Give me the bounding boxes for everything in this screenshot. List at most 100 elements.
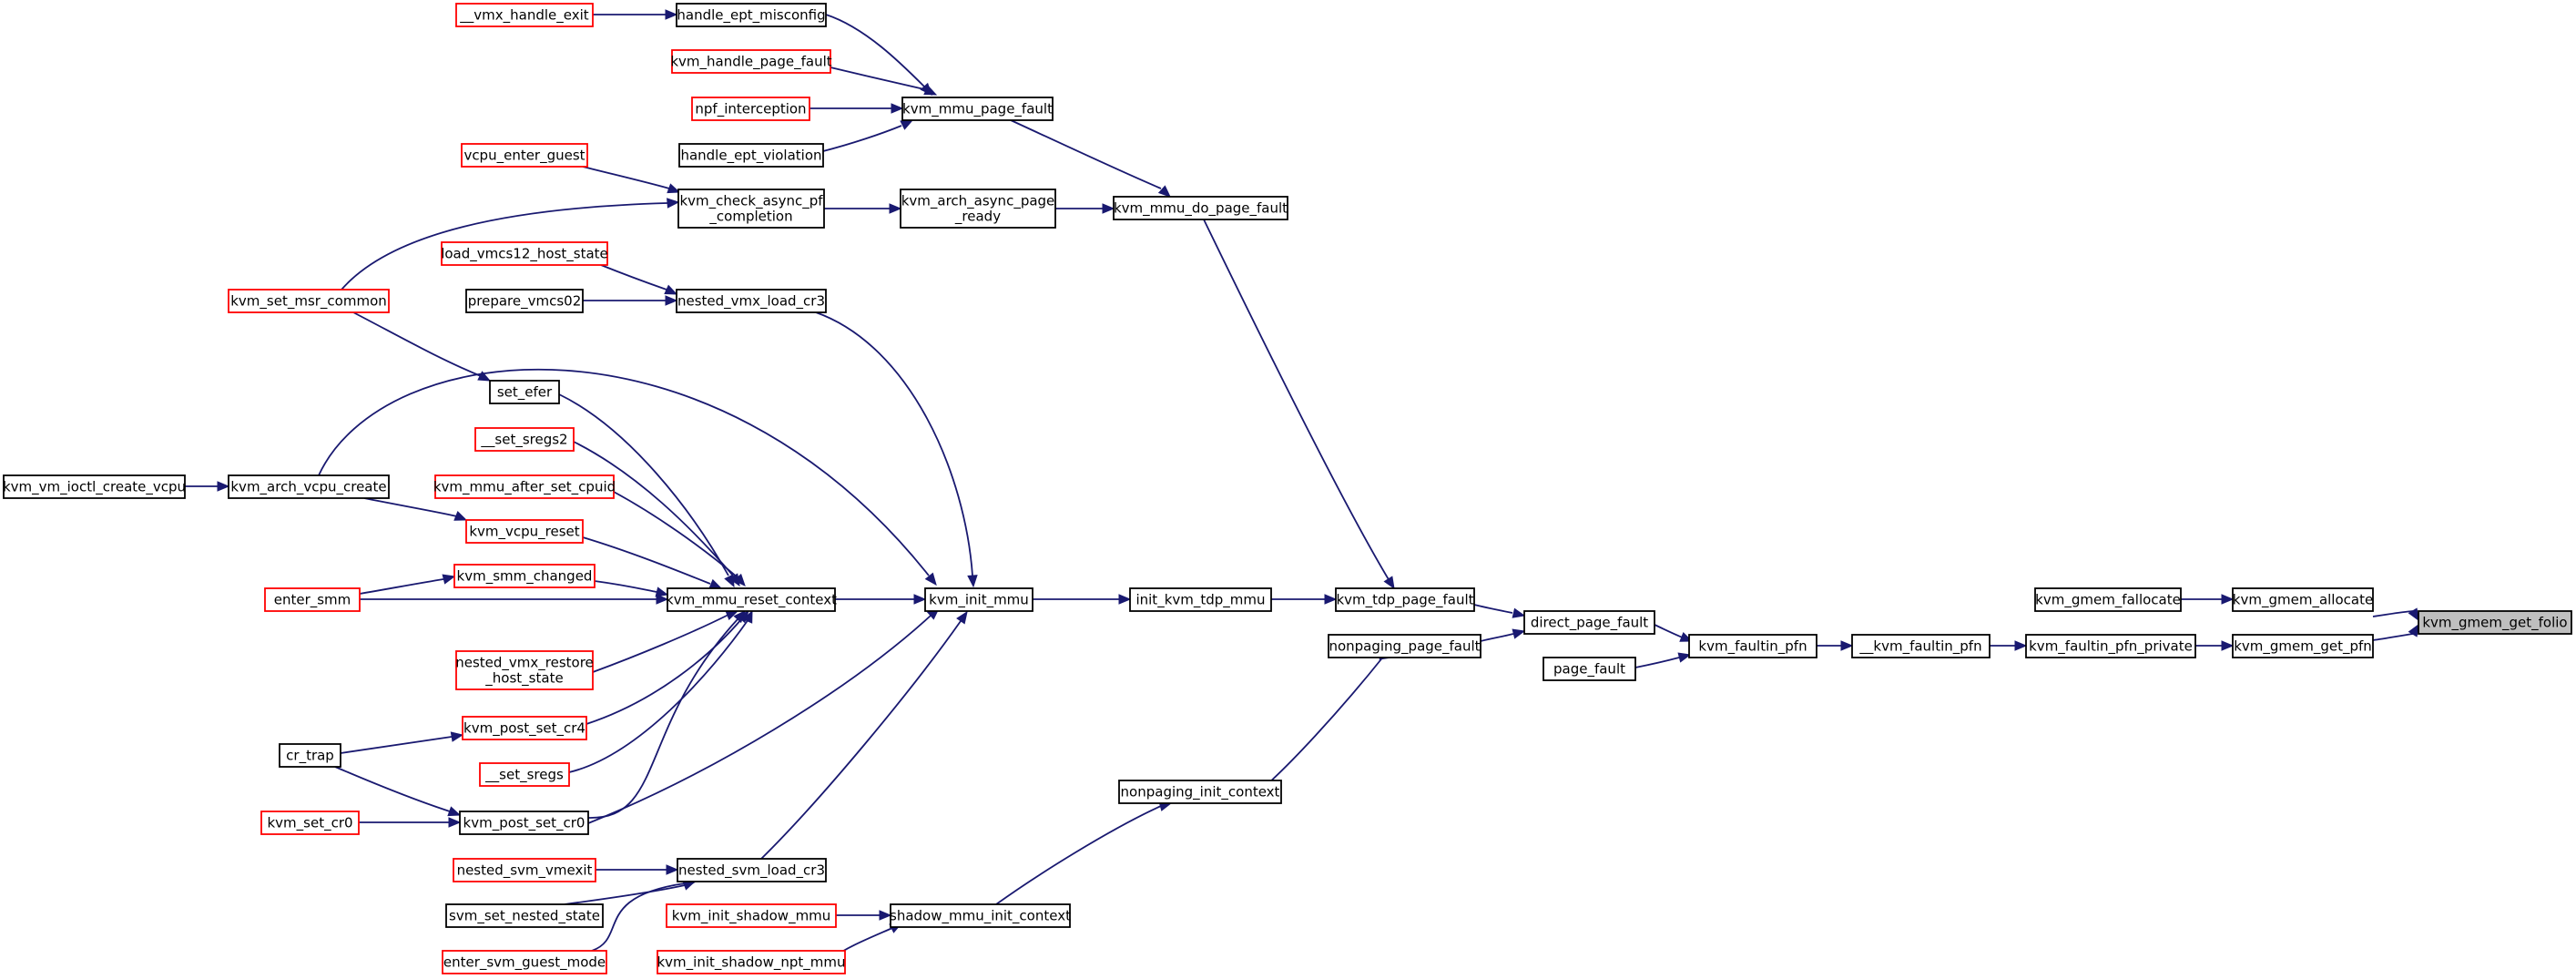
edge-n8-to-n6 <box>1634 652 1692 668</box>
edge-line <box>1654 624 1684 638</box>
node-label: _host_state <box>484 670 563 688</box>
node-label: set_efer <box>497 384 553 402</box>
node-label: nested_vmx_restore <box>455 655 594 672</box>
node-page-fault[interactable]: page_fault <box>1543 657 1636 681</box>
edge-n38-to-n23 <box>592 610 739 673</box>
node-kvm-init-shadow-npt-mmu[interactable]: kvm_init_shadow_npt_mmu <box>657 950 846 974</box>
node-label: kvm_check_async_pf <box>679 193 823 210</box>
node-box <box>1118 780 1282 804</box>
node-kvm-mmu-page-fault[interactable]: kvm_mmu_page_fault <box>901 97 1054 121</box>
node-label: nested_svm_load_cr3 <box>678 862 825 880</box>
node-kvm-handle-page-fault[interactable]: kvm_handle_page_fault <box>670 49 832 74</box>
edge-line <box>585 617 743 725</box>
node-kvm-vcpu-reset[interactable]: kvm_vcpu_reset <box>465 519 584 544</box>
node-kvm-faultin-pfn[interactable]: __kvm_faultin_pfn <box>1851 634 1991 658</box>
node-label: init_kvm_tdp_mmu <box>1135 592 1265 609</box>
node-kvm-faultin-pfn[interactable]: kvm_faultin_pfn <box>1688 634 1817 658</box>
node-svm-set-nested-state[interactable]: svm_set_nested_state <box>445 903 604 928</box>
node-nonpaging-init-context[interactable]: nonpaging_init_context <box>1118 780 1282 804</box>
edge-n1-to-n0 <box>2372 607 2419 622</box>
edge-n3-to-n0 <box>2372 623 2419 641</box>
node-label: prepare_vmcs02 <box>468 293 582 311</box>
node-box <box>479 762 570 787</box>
node-label: kvm_vm_ioctl_create_vcpu <box>3 479 186 496</box>
edge-line <box>1473 604 1513 614</box>
node-kvm-mmu-after-set-cpuid[interactable]: kvm_mmu_after_set_cpuid <box>433 474 616 499</box>
node-kvm-arch-async-page-ready[interactable]: kvm_arch_async_page_ready <box>900 189 1056 229</box>
edge-n14-to-n11 <box>1010 119 1171 198</box>
edge-n43-to-n25 <box>596 864 679 875</box>
node-nested-vmx-restore-host-state[interactable]: nested_vmx_restore_host_state <box>455 650 594 690</box>
node-kvm-gmem-get-pfn[interactable]: kvm_gmem_get_pfn <box>2232 634 2374 658</box>
node-box <box>657 950 846 974</box>
node-label: nested_svm_vmexit <box>457 862 593 880</box>
node-label: kvm_post_set_cr0 <box>463 815 585 832</box>
node-label: kvm_gmem_fallocate <box>2035 592 2181 609</box>
edge-n6-to-n5 <box>1817 640 1854 651</box>
node-kvm-set-msr-common[interactable]: kvm_set_msr_common <box>228 289 390 313</box>
arrowhead-icon <box>913 594 927 605</box>
edge-line <box>600 264 667 291</box>
edge-line <box>760 620 962 860</box>
node-box <box>462 716 587 740</box>
edge-n21-to-n14 <box>822 119 914 152</box>
node-nested-svm-load-cr3[interactable]: nested_svm_load_cr3 <box>677 858 827 882</box>
arrowhead-icon <box>447 806 462 817</box>
node-kvm-smm-changed[interactable]: kvm_smm_changed <box>453 564 596 588</box>
node-enter-svm-guest-mode[interactable]: enter_svm_guest_mode <box>442 950 607 974</box>
node-prepare-vmcs02[interactable]: prepare_vmcs02 <box>465 289 584 313</box>
node-kvm-tdp-page-fault[interactable]: kvm_tdp_page_fault <box>1335 587 1475 612</box>
node-kvm-vm-ioctl-create-vcpu[interactable]: kvm_vm_ioctl_create_vcpu <box>3 474 186 499</box>
node-kvm-check-async-pf-completion[interactable]: kvm_check_async_pf_completion <box>677 189 825 229</box>
node-kvm-gmem-get-folio[interactable]: kvm_gmem_get_folio <box>2418 610 2572 635</box>
node-kvm-post-set-cr4[interactable]: kvm_post_set_cr4 <box>462 716 587 740</box>
node-vcpu-enter-guest[interactable]: vcpu_enter_guest <box>461 143 588 168</box>
node-kvm-mmu-do-page-fault[interactable]: kvm_mmu_do_page_fault <box>1113 196 1288 220</box>
node-kvm-post-set-cr0[interactable]: kvm_post_set_cr0 <box>459 811 589 835</box>
node-nonpaging-page-fault[interactable]: nonpaging_page_fault <box>1328 634 1481 658</box>
node-load-vmcs12-host-state[interactable]: load_vmcs12_host_state <box>441 241 608 266</box>
arrowhead-icon <box>667 183 681 194</box>
edge-n42-to-n24 <box>583 295 678 306</box>
edge-line <box>1480 633 1514 642</box>
node-box <box>678 143 824 168</box>
node-shadow-mmu-init-context[interactable]: shadow_mmu_init_context <box>890 903 1071 928</box>
node-kvm-init-mmu[interactable]: kvm_init_mmu <box>924 587 1033 612</box>
node-kvm-faultin-pfn-private[interactable]: kvm_faultin_pfn_private <box>2025 634 2196 658</box>
node-kvm-arch-vcpu-create[interactable]: kvm_arch_vcpu_create <box>228 474 390 499</box>
node-label: page_fault <box>1553 661 1625 678</box>
node-direct-page-fault[interactable]: direct_page_fault <box>1523 610 1655 635</box>
node-enter-smm[interactable]: enter_smm <box>264 587 361 612</box>
node-box <box>459 811 589 835</box>
node-box <box>2025 634 2196 658</box>
arrowhead-icon <box>453 511 468 521</box>
arrowhead-icon <box>477 371 492 382</box>
node-handle-ept-misconfig[interactable]: handle_ept_misconfig <box>676 3 827 27</box>
arrowhead-icon <box>1102 203 1115 214</box>
node-kvm-gmem-fallocate[interactable]: kvm_gmem_fallocate <box>2034 587 2182 612</box>
node-kvm-set-cr0[interactable]: kvm_set_cr0 <box>260 811 360 835</box>
node-cr-trap[interactable]: cr_trap <box>279 743 341 768</box>
node-npf-interception[interactable]: npf_interception <box>691 97 810 121</box>
node-nested-vmx-load-cr3[interactable]: nested_vmx_load_cr3 <box>676 289 827 313</box>
edge-line <box>822 125 902 152</box>
node-set-efer[interactable]: set_efer <box>489 380 560 404</box>
arrowhead-icon <box>733 610 746 624</box>
node-nested-svm-vmexit[interactable]: nested_svm_vmexit <box>453 858 596 882</box>
arrowhead-icon <box>2408 623 2419 637</box>
node-kvm-mmu-reset-context[interactable]: kvm_mmu_reset_context <box>666 587 837 612</box>
edge-n30-to-n22 <box>582 166 681 194</box>
node-box <box>264 587 361 612</box>
node-set-sregs[interactable]: __set_sregs <box>479 762 570 787</box>
node-kvm-init-shadow-mmu[interactable]: kvm_init_shadow_mmu <box>666 903 837 928</box>
node-vmx-handle-exit[interactable]: __vmx_handle_exit <box>455 3 594 27</box>
edge-line <box>830 66 925 90</box>
node-set-sregs2[interactable]: __set_sregs2 <box>474 427 575 452</box>
node-label: kvm_gmem_get_pfn <box>2234 638 2372 656</box>
node-handle-ept-violation[interactable]: handle_ept_violation <box>678 143 824 168</box>
node-kvm-gmem-allocate[interactable]: kvm_gmem_allocate <box>2232 587 2374 612</box>
node-init-kvm-tdp-mmu[interactable]: init_kvm_tdp_mmu <box>1129 587 1272 612</box>
edge-line <box>352 311 482 377</box>
edge-n31-to-n22 <box>341 198 680 291</box>
node-label: __kvm_faultin_pfn <box>1858 638 1981 656</box>
